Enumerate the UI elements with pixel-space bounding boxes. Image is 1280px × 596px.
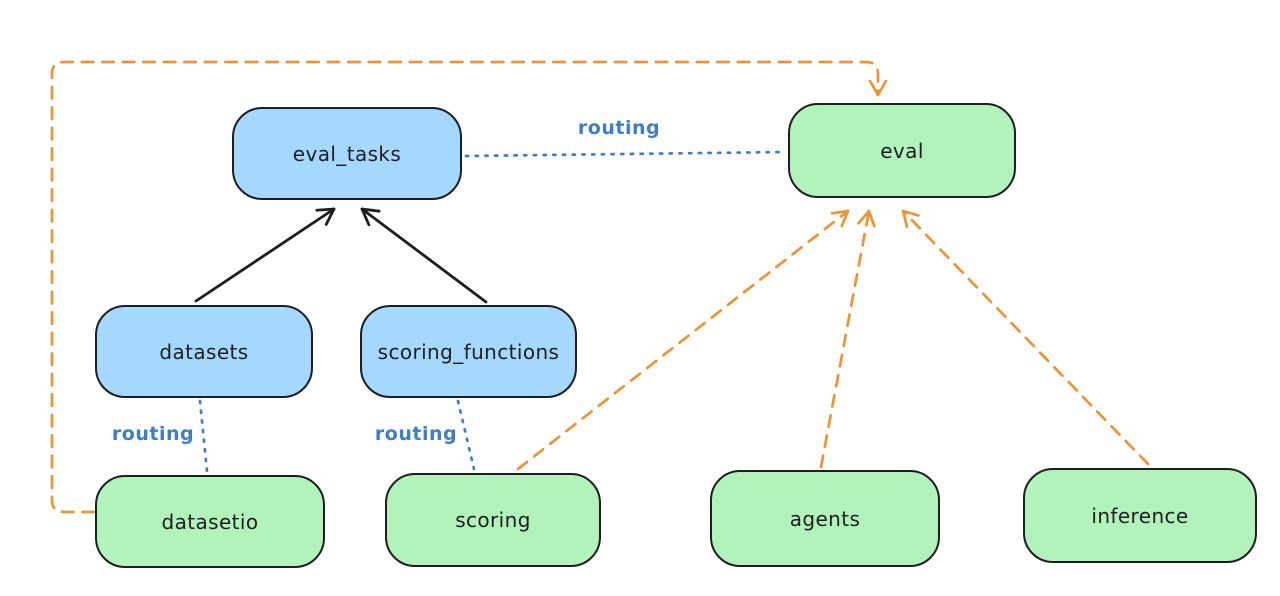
node-datasetio-label: datasetio	[161, 509, 259, 534]
edge-scoring-functions-to-eval-tasks	[360, 207, 488, 304]
edge-routing-eval-tasks-eval	[464, 150, 786, 158]
node-datasets-label: datasets	[159, 339, 249, 364]
node-agents: agents	[710, 470, 940, 567]
edge-datasets-to-eval-tasks	[194, 207, 336, 303]
edge-routing-scoring-functions-scoring	[456, 399, 476, 471]
node-scoring: scoring	[385, 473, 601, 567]
node-scoring-functions: scoring_functions	[360, 305, 577, 398]
node-scoring-functions-label: scoring_functions	[377, 339, 560, 364]
edge-scoring-to-eval	[516, 209, 850, 471]
edge-inference-to-eval	[901, 209, 1150, 466]
node-inference: inference	[1023, 468, 1257, 563]
node-eval-label: eval	[880, 138, 924, 163]
node-datasetio: datasetio	[95, 475, 325, 568]
node-inference-label: inference	[1091, 503, 1189, 528]
edge-routing-datasets-datasetio	[198, 399, 209, 473]
node-scoring-label: scoring	[455, 508, 531, 532]
node-eval-tasks-label: eval_tasks	[292, 141, 402, 166]
node-eval-tasks: eval_tasks	[232, 107, 462, 200]
routing-label-datasets-datasetio: routing	[111, 423, 195, 445]
routing-label-eval-tasks-eval: routing	[577, 117, 661, 139]
routing-label-scoring-functions-scoring: routing	[374, 423, 458, 445]
node-agents-label: agents	[789, 506, 861, 531]
edge-agents-to-eval	[819, 209, 876, 469]
node-datasets: datasets	[95, 305, 313, 398]
node-eval: eval	[788, 103, 1016, 198]
